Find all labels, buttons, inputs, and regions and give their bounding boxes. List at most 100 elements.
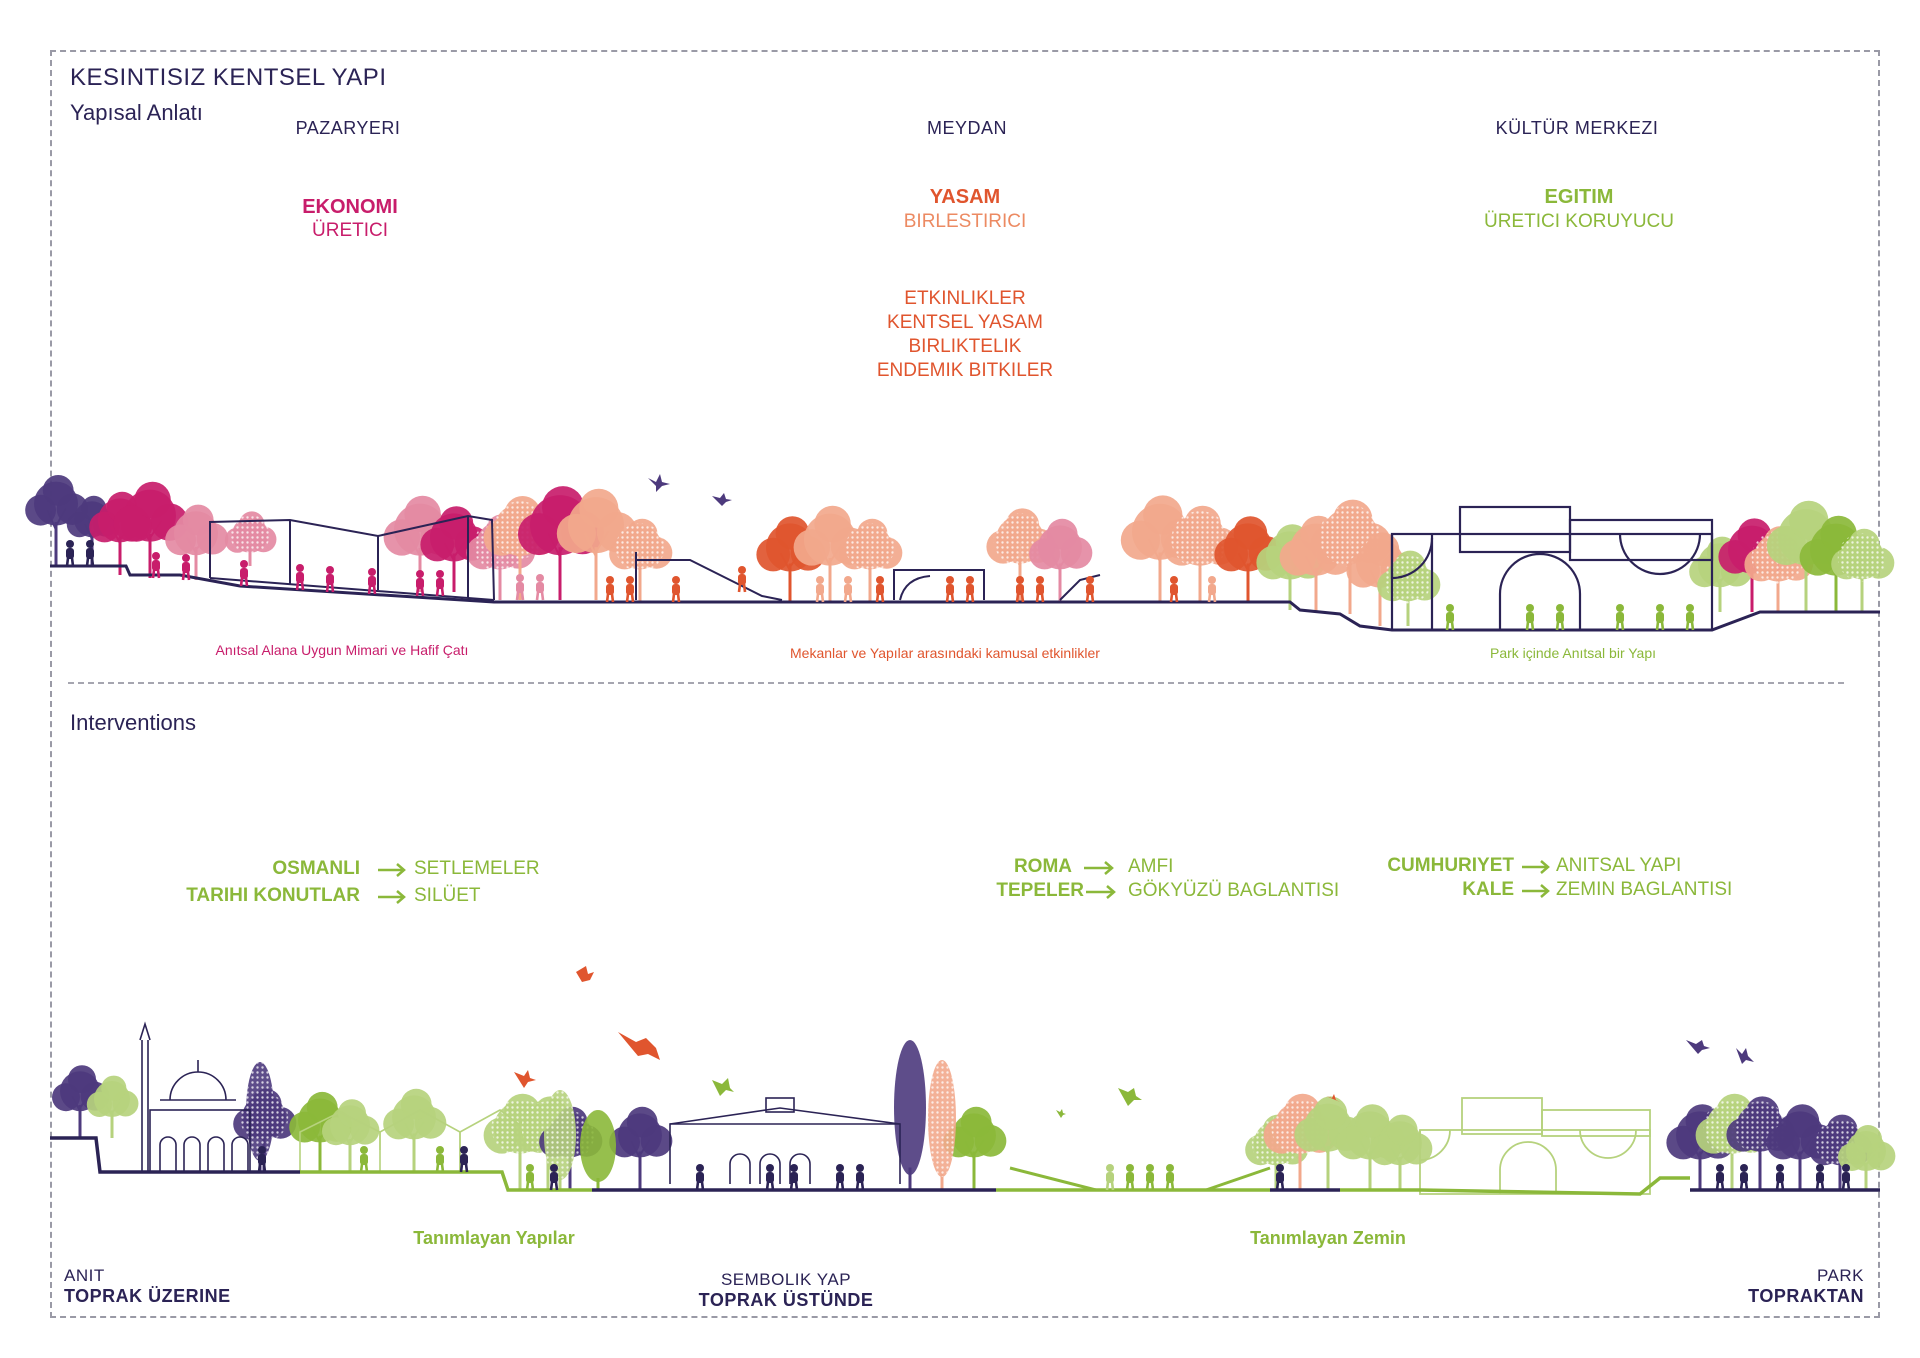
caption-meydan: Mekanlar ve Yapılar arasındaki kamusal e… <box>790 645 1100 661</box>
tree-icon <box>1766 1104 1836 1190</box>
arrow-icon <box>1522 884 1550 898</box>
person-silhouette <box>295 564 305 591</box>
person-silhouette <box>1445 604 1455 631</box>
bottom-ground-line <box>50 1136 1880 1196</box>
bird-icon <box>514 1070 536 1088</box>
arrow-icon <box>378 890 406 904</box>
bird-icon <box>712 1078 734 1096</box>
page-subtitle: Yapısal Anlatı <box>70 100 203 125</box>
person-silhouette <box>875 576 885 603</box>
person-silhouette <box>1685 604 1695 631</box>
bird-icon <box>1326 1094 1340 1102</box>
dashed-frame <box>50 50 1880 1318</box>
person-silhouette <box>1165 1164 1175 1191</box>
tree-icon <box>322 1099 380 1172</box>
page-title: KESINTISIZ KENTSEL YAPI <box>70 64 387 91</box>
person-silhouette <box>549 1164 559 1191</box>
person-silhouette <box>843 576 853 603</box>
role-uretici-koruyucu: ÜRETICI KORUYUCU <box>1483 211 1675 232</box>
bottom-trees <box>52 1040 1896 1190</box>
person-silhouette <box>65 540 75 567</box>
intervention-from: TEPELER <box>996 880 1084 901</box>
interventions-title: Interventions <box>70 710 196 735</box>
person-silhouette <box>1207 576 1217 603</box>
person-silhouette <box>151 552 161 579</box>
activity-list: ETKINLIKLER KENTSEL YASAM BIRLIKTELIK EN… <box>877 287 1053 383</box>
tree-icon <box>224 511 277 566</box>
amphi-ramps <box>1009 1166 1271 1192</box>
person-silhouette <box>789 1164 799 1191</box>
person-silhouette <box>1841 1164 1851 1191</box>
intervention-arrows <box>378 860 1550 904</box>
keyword-yasam: YASAM <box>929 186 1001 208</box>
conifer-tree-icon <box>246 1062 274 1172</box>
arrow-icon <box>1522 860 1550 874</box>
person-silhouette <box>605 576 615 603</box>
person-silhouette <box>535 574 545 601</box>
tree-icon <box>1369 1114 1433 1190</box>
tree-icon <box>1831 528 1895 612</box>
person-silhouette <box>1715 1164 1725 1191</box>
tree-icon <box>1838 1125 1896 1190</box>
person-silhouette <box>1145 1164 1155 1191</box>
person-silhouette <box>835 1164 845 1191</box>
tree-icon <box>609 1106 673 1190</box>
activity-item: ETKINLIKLER <box>904 288 1026 309</box>
person-silhouette <box>239 560 249 587</box>
person-silhouette <box>435 570 445 597</box>
caption-tanimlayan-yapilar: Tanımlayan Yapılar <box>413 1228 575 1248</box>
person-silhouette <box>525 1164 535 1191</box>
person-silhouette <box>359 1146 369 1173</box>
intervention-from: CUMHURIYET <box>1387 855 1514 876</box>
person-silhouette <box>85 540 95 567</box>
person-silhouette <box>367 568 377 595</box>
person-silhouette <box>515 574 525 601</box>
role-uretici: ÜRETICI <box>312 220 388 241</box>
tree-icon <box>25 475 89 566</box>
conifer-tree-icon <box>544 1090 576 1190</box>
caption-tanimlayan-zemin: Tanımlayan Zemin <box>1250 1228 1406 1248</box>
intervention-from: OSMANLI <box>272 858 360 879</box>
central-hall-outline <box>669 1097 901 1184</box>
bird-icon <box>1056 1109 1066 1118</box>
person-silhouette <box>1655 604 1665 631</box>
bird-icon <box>576 966 594 982</box>
top-trees <box>25 475 1895 626</box>
person-silhouette <box>325 566 335 593</box>
top-ground-line <box>50 564 1880 632</box>
bird-icon <box>648 474 670 492</box>
intervention-to: AMFI <box>1128 856 1174 877</box>
person-silhouette <box>1815 1164 1825 1191</box>
bird-icon <box>1686 1040 1710 1054</box>
footer-sembolik-label: SEMBOLIK YAP <box>720 1270 852 1289</box>
top-people <box>65 540 1695 631</box>
footer-park-label: PARK <box>1816 1266 1864 1285</box>
bottom-birds <box>514 966 1754 1118</box>
role-birlestirici: BIRLESTIRICI <box>903 211 1027 232</box>
person-silhouette <box>257 1146 267 1173</box>
bird-icon <box>712 493 732 506</box>
activity-item: BIRLIKTELIK <box>908 336 1022 357</box>
person-silhouette <box>1105 1164 1115 1191</box>
footer-anit-label: ANIT <box>64 1266 105 1285</box>
footer-anit-sub: TOPRAK ÜZERINE <box>64 1286 231 1306</box>
conifer-tree-icon <box>928 1060 956 1190</box>
tree-icon <box>165 504 229 580</box>
top-birds <box>648 474 732 506</box>
section-name-kultur-merkezi: KÜLTÜR MERKEZI <box>1495 118 1659 138</box>
mosque-outline <box>139 1021 251 1173</box>
person-silhouette <box>965 576 975 603</box>
person-silhouette <box>415 570 425 597</box>
intervention-to: ZEMIN BAGLANTISI <box>1556 879 1733 900</box>
person-silhouette <box>625 576 635 603</box>
footer-park-sub: TOPRAKTAN <box>1748 1286 1864 1306</box>
conifer-tree-icon <box>894 1040 926 1190</box>
person-silhouette <box>815 576 825 603</box>
person-silhouette <box>737 566 747 593</box>
activity-item: KENTSEL YASAM <box>887 312 1043 333</box>
person-silhouette <box>671 576 681 603</box>
intervention-from: KALE <box>1462 879 1514 900</box>
intervention-from: ROMA <box>1013 856 1072 877</box>
person-silhouette <box>1015 576 1025 603</box>
